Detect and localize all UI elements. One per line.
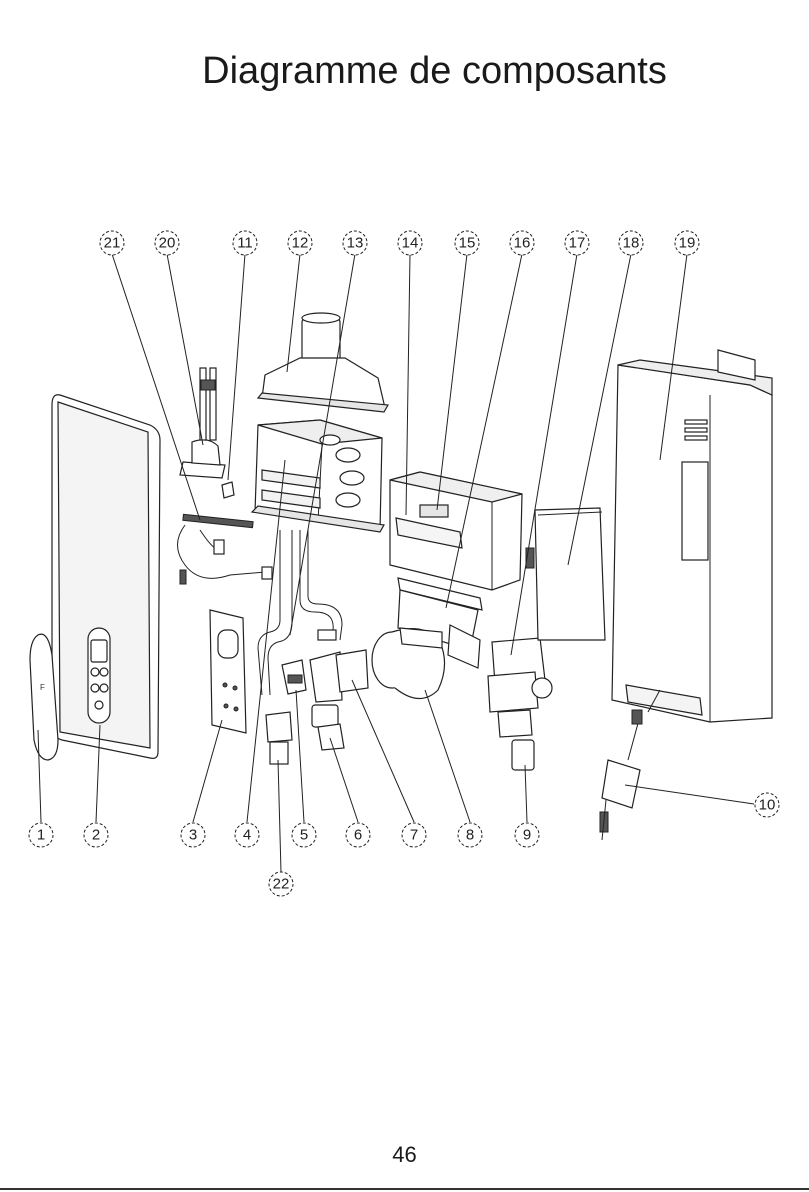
callout-12: 12	[288, 231, 312, 255]
callout-11: 11	[233, 231, 257, 255]
callout-9: 9	[515, 823, 539, 847]
callout-7: 7	[402, 823, 426, 847]
callout-6: 6	[346, 823, 370, 847]
part-heat-exchanger	[252, 420, 384, 532]
bottom-rule	[0, 1188, 809, 1190]
callout-13: 13	[343, 231, 367, 255]
callout-label-15: 15	[459, 235, 476, 252]
callout-label-10: 10	[759, 797, 776, 814]
callout-label-22: 22	[273, 876, 290, 893]
part-flue-hood	[258, 313, 388, 412]
callout-label-12: 12	[292, 235, 309, 252]
part-ignition-transformer	[180, 368, 225, 478]
part-wire-harness	[178, 514, 273, 584]
callout-label-19: 19	[679, 235, 696, 252]
callout-label-18: 18	[623, 235, 640, 252]
page-number: 46	[0, 1142, 809, 1168]
callout-21: 21	[100, 231, 124, 255]
part-combustion-chamber	[390, 472, 522, 590]
callout-22: 22	[269, 872, 293, 896]
callout-1: 1	[29, 823, 53, 847]
callout-label-6: 6	[354, 827, 362, 844]
callout-label-5: 5	[300, 827, 308, 844]
part-power-cord	[600, 690, 660, 840]
callout-label-13: 13	[347, 235, 364, 252]
part-control-bracket	[210, 610, 246, 733]
callout-15: 15	[455, 231, 479, 255]
callout-label-1: 1	[37, 827, 45, 844]
callout-label-21: 21	[104, 235, 121, 252]
callout-label-2: 2	[92, 827, 100, 844]
callout-4: 4	[235, 823, 259, 847]
callout-label-16: 16	[514, 235, 531, 252]
callout-label-9: 9	[523, 827, 531, 844]
callout-17: 17	[565, 231, 589, 255]
callout-label-3: 3	[189, 827, 197, 844]
callout-18: 18	[619, 231, 643, 255]
part-back-casing	[612, 350, 772, 722]
part-fan-blower	[372, 628, 445, 699]
callout-14: 14	[398, 231, 422, 255]
part-valve-fittings	[266, 650, 368, 764]
part-gas-valve	[488, 638, 552, 770]
callout-2: 2	[84, 823, 108, 847]
callout-19: 19	[675, 231, 699, 255]
callout-label-4: 4	[243, 827, 251, 844]
callout-label-17: 17	[569, 235, 586, 252]
callout-label-7: 7	[410, 827, 418, 844]
callout-20: 20	[155, 231, 179, 255]
callout-label-20: 20	[159, 235, 176, 252]
part-front-cover-panel	[52, 395, 160, 759]
callout-label-11: 11	[237, 235, 253, 252]
callout-16: 16	[510, 231, 534, 255]
callout-5: 5	[292, 823, 316, 847]
callout-label-14: 14	[402, 235, 419, 252]
callout-10: 10	[755, 793, 779, 817]
part-small-sensor	[222, 482, 234, 498]
part-control-board	[526, 508, 605, 640]
callout-3: 3	[181, 823, 205, 847]
svg-text:F: F	[40, 683, 45, 692]
callout-8: 8	[458, 823, 482, 847]
callout-label-8: 8	[466, 827, 474, 844]
